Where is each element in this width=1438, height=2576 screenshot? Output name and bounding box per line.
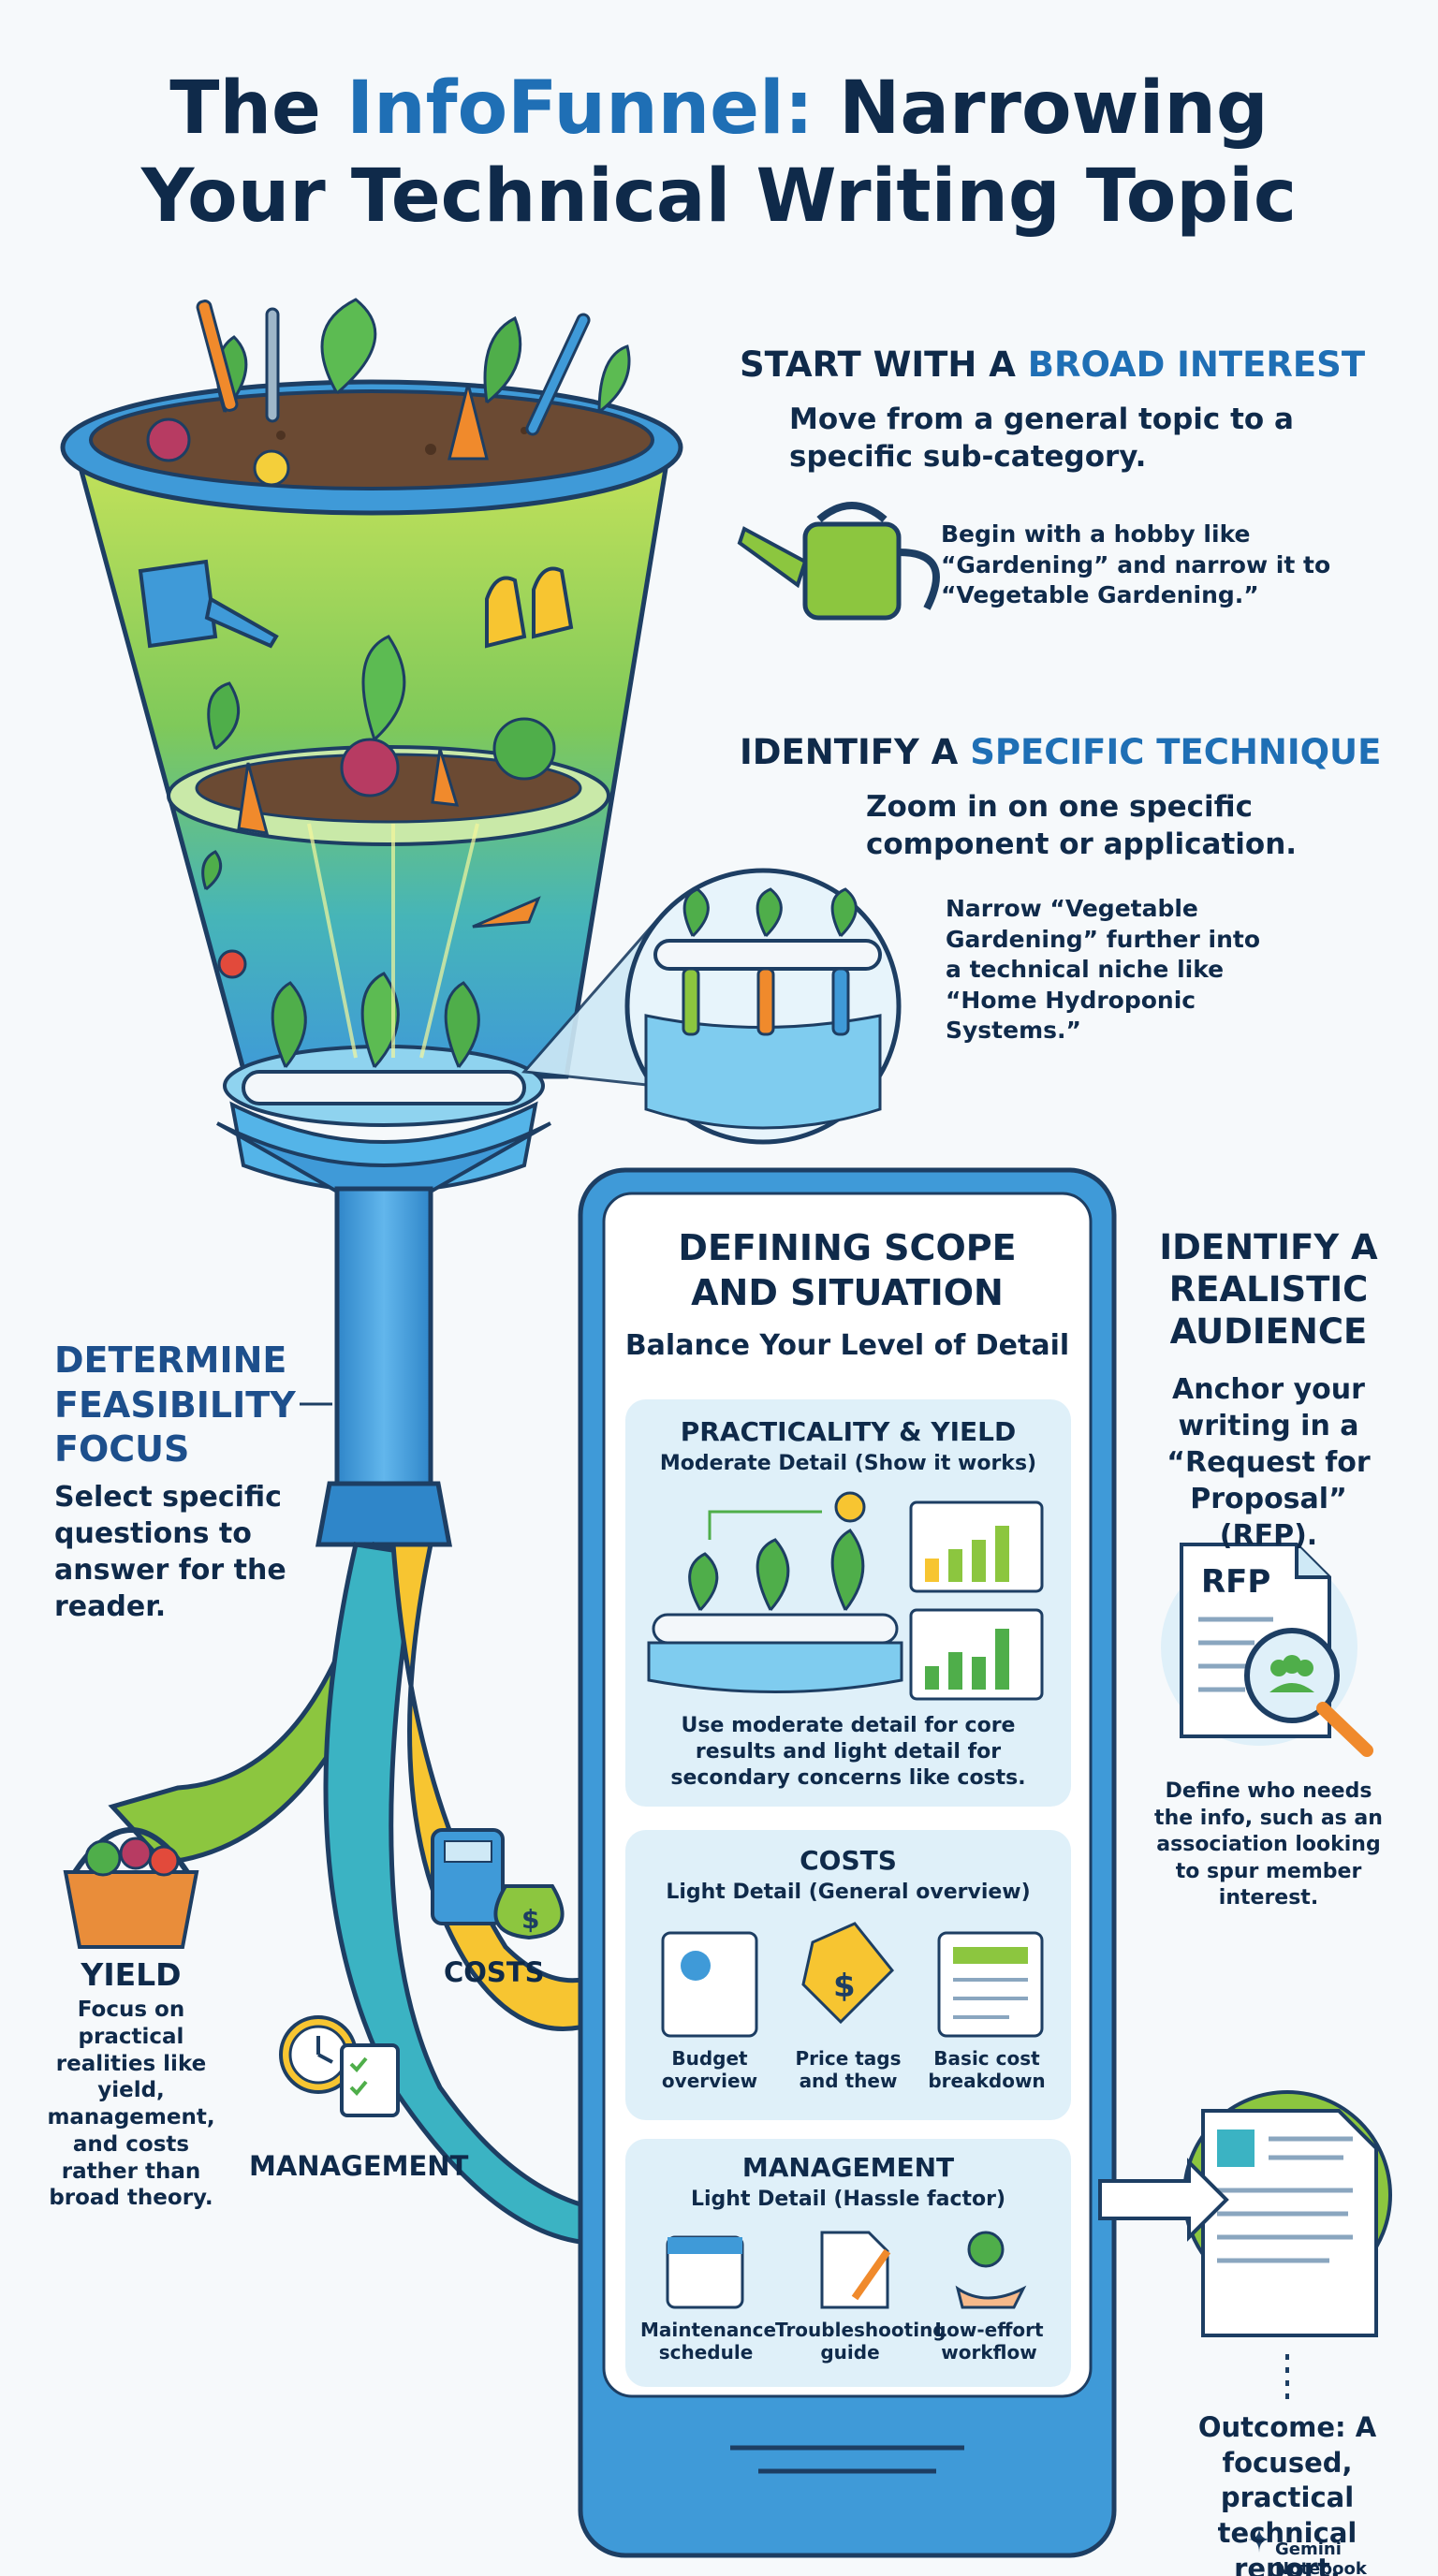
costs-heading: COSTS — [800, 1845, 897, 1876]
funnel — [60, 298, 683, 1547]
costs-item-3: Basic cost breakdown — [928, 2047, 1046, 2093]
svg-text:$: $ — [833, 1968, 856, 2005]
price-tag-icon — [801, 1922, 895, 2025]
costs-illustration: $ — [661, 1922, 1044, 2038]
watering-can-icon — [138, 559, 279, 649]
management-item-2: Troubleshooting guide — [775, 2319, 946, 2364]
broad-subtitle: Move from a general topic to a specific … — [789, 402, 1294, 475]
broad-heading: START WITH A BROAD INTEREST — [740, 344, 1414, 385]
clock-icon — [279, 2015, 358, 2094]
yield-body: Focus on practical realities like yield,… — [47, 1998, 215, 2211]
title-line-2: Your Technical Writing Topic — [140, 154, 1298, 239]
bar-chart-icon — [661, 1931, 758, 2038]
scope-heading: DEFINING SCOPE AND SITUATION — [678, 1227, 1017, 1313]
practicality-card: PRACTICALITY & YIELD Moderate Detail (Sh… — [625, 1399, 1071, 1807]
technique-heading-b: SPECIFIC TECHNIQUE — [970, 732, 1382, 772]
management-detail: Light Detail (Hassle factor) — [690, 2188, 1006, 2211]
money-bag-icon: $ — [493, 1884, 565, 1940]
management-heading: MANAGEMENT — [741, 2152, 955, 2183]
hydroponics-zoom-callout — [521, 868, 902, 1145]
feasibility-body: Select specific questions to answer for … — [54, 1481, 286, 1623]
audience-body: Define who needs the info, such as an as… — [1154, 1779, 1383, 1910]
funnel-vegetables — [146, 298, 631, 1069]
technique-subtitle: Zoom in on one specific component or app… — [866, 790, 1298, 862]
broad-body: Begin with a hobby like “Gardening” and … — [941, 520, 1331, 608]
feasibility-heading: DETERMINE FEASIBILITY FOCUS — [54, 1339, 296, 1470]
calculator-icon — [431, 1828, 505, 1925]
outcome-text: Outcome: A focused, practical technical … — [1197, 2411, 1377, 2576]
yield-heading: YIELD — [81, 1956, 182, 1993]
technique-heading-a: IDENTIFY A — [740, 732, 971, 772]
practicality-illustration — [647, 1491, 1044, 1701]
management-illustration — [666, 2231, 1027, 2309]
costs-item-2: Price tags and thew — [795, 2047, 902, 2093]
stream-label-costs: COSTS — [444, 1956, 545, 1988]
rfp-label: RFP — [1201, 1563, 1271, 1601]
checklist-icon — [340, 2043, 400, 2117]
magnifier-people-icon — [1244, 1628, 1373, 1757]
costs-item-1: Budget overview — [661, 2047, 758, 2093]
title-part-2: Narrowing — [813, 66, 1269, 151]
footer-brand: Gemini Notebook — [1275, 2539, 1367, 2576]
wrench-doc-icon — [820, 2231, 889, 2309]
practicality-body: Use moderate detail for core results and… — [670, 1714, 1026, 1790]
management-item-1: Maintenance schedule — [640, 2319, 777, 2364]
technique-body: Narrow “Vegetable Gardening” further int… — [946, 895, 1260, 1044]
audience-heading: IDENTIFY A REALISTIC AUDIENCE — [1159, 1227, 1378, 1353]
watering-can-icon — [737, 502, 940, 621]
title-highlight: InfoFunnel: — [346, 66, 814, 151]
hand-check-icon — [967, 2231, 1005, 2268]
management-item-3: Low-effort workflow — [934, 2319, 1044, 2364]
scope-subtitle: Balance Your Level of Detail — [624, 1329, 1070, 1362]
practicality-heading: PRACTICALITY & YIELD — [680, 1416, 1017, 1447]
costs-detail: Light Detail (General overview) — [666, 1881, 1031, 1904]
practicality-detail: Moderate Detail (Show it works) — [659, 1452, 1037, 1475]
gardening-gloves-icon — [485, 566, 574, 649]
title-part-1: The — [169, 66, 347, 151]
basket-icon — [63, 1827, 199, 1949]
report-icon — [1098, 2090, 1392, 2401]
costs-card: COSTS Light Detail (General overview) $ … — [625, 1830, 1071, 2120]
broad-heading-b: BROAD INTEREST — [1027, 344, 1366, 385]
gemini-icon — [1248, 2526, 1270, 2553]
stream-label-management: MANAGEMENT — [249, 2150, 469, 2182]
svg-text:$: $ — [521, 1904, 539, 1935]
technique-heading: IDENTIFY A SPECIFIC TECHNIQUE — [740, 732, 1432, 772]
page-title: The InfoFunnel: Narrowing Your Technical… — [56, 66, 1382, 241]
management-card: MANAGEMENT Light Detail (Hassle factor) … — [625, 2139, 1071, 2387]
broad-heading-a: START WITH A — [740, 344, 1028, 385]
audience-subtitle: Anchor your writing in a “Request for Pr… — [1167, 1373, 1371, 1552]
